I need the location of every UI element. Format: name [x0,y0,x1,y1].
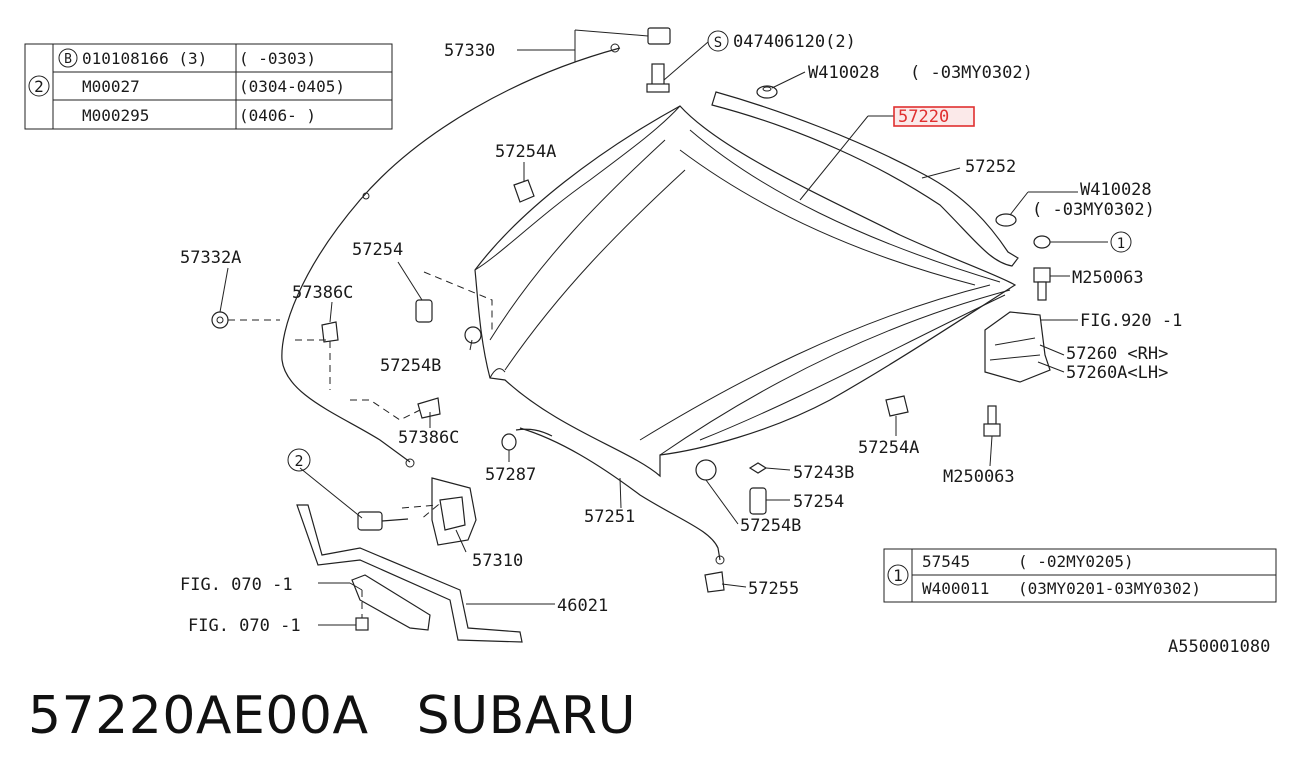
part-labels: 57330 047406120(2) W410028 ( -03MY0302) … [180,32,1270,657]
marker-2-circle [287,448,311,472]
table-row-part: M000295 [82,106,149,125]
release-cable [515,427,725,565]
top-left-table: 2 B 010108166 (3) ( -0303) M00027 (0304-… [24,43,393,130]
s-symbol: S [714,35,722,51]
label-57386c-top[interactable]: 57386C [292,283,353,303]
hood-hinge [984,311,1051,383]
label-57254b-left[interactable]: 57254B [380,356,441,376]
label-fig070-a[interactable]: FIG. 070 -1 [180,575,293,595]
marker-1: 1 [1117,236,1125,252]
part-number: 57220AE00A [28,686,369,746]
label-fig920[interactable]: FIG.920 -1 [1080,311,1182,331]
label-57260-rh[interactable]: 57260 <RH> [1066,344,1168,364]
label-w410028-top[interactable]: W410028 [808,63,880,83]
label-57251[interactable]: 57251 [584,507,635,527]
label-57330[interactable]: 57330 [444,41,495,61]
marker-1-circle [1110,231,1132,253]
striker-bracket [296,504,523,643]
table-marker: 1 [893,566,903,585]
label-57332a[interactable]: 57332A [180,248,241,268]
reference-code: A550001080 [1168,637,1270,657]
table-row-range: (0406- ) [239,106,316,125]
label-57254[interactable]: 57254 [352,240,403,260]
brand-name: SUBARU [416,686,637,746]
label-57260a-lh[interactable]: 57260A<LH> [1066,363,1168,383]
table-row-part: W400011 [922,579,989,598]
label-57310[interactable]: 57310 [472,551,523,571]
label-m250063-bottom[interactable]: M250063 [943,467,1015,487]
table-marker-circle [28,75,50,97]
label-57287[interactable]: 57287 [485,465,536,485]
label-57255[interactable]: 57255 [748,579,799,599]
hood-panel [474,105,1017,478]
seal-weatherstrip [711,91,1019,267]
highlight-box[interactable] [893,106,975,127]
table-marker: 2 [34,77,44,96]
label-047406120[interactable]: 047406120(2) [733,32,856,52]
table-row-part: 57545 [922,552,970,571]
label-46021[interactable]: 46021 [557,596,608,616]
b-symbol: B [64,52,72,67]
label-w410028-top-range: ( -03MY0302) [910,63,1033,83]
small-parts [211,27,1051,631]
label-57254a-top[interactable]: 57254A [495,142,556,162]
b-symbol-circle [58,48,78,68]
table-row-range: (03MY0201-03MY0302) [1018,579,1201,598]
table-row-range: (0304-0405) [239,77,345,96]
label-57220[interactable]: 57220 [898,107,949,127]
label-w410028-right-range: ( -03MY0302) [1032,200,1155,220]
hood-stay-rod [281,43,621,468]
bottom-right-table: 1 57545 ( -02MY0205) W400011 (03MY0201-0… [883,548,1277,603]
marker-2: 2 [294,452,303,470]
table-row-part: M00027 [82,77,140,96]
table-row-part: 010108166 (3) [82,49,207,68]
label-fig070-b[interactable]: FIG. 070 -1 [188,616,301,636]
table-marker-circle [887,564,909,586]
label-57386c-bottom[interactable]: 57386C [398,428,459,448]
label-w410028-right[interactable]: W410028 [1080,180,1152,200]
label-57254-bottom[interactable]: 57254 [793,492,844,512]
label-57252[interactable]: 57252 [965,157,1016,177]
hood-latch [357,477,477,546]
label-m250063-top[interactable]: M250063 [1072,268,1144,288]
label-57243b[interactable]: 57243B [793,463,854,483]
label-57254b-bottom[interactable]: 57254B [740,516,801,536]
label-57254a-right[interactable]: 57254A [858,438,919,458]
footer-title: 57220AE00A SUBARU [28,686,636,746]
table-row-range: ( -0303) [239,49,316,68]
table-row-range: ( -02MY0205) [1018,552,1134,571]
leader-lines [219,29,1108,626]
s-symbol-circle [707,30,729,52]
